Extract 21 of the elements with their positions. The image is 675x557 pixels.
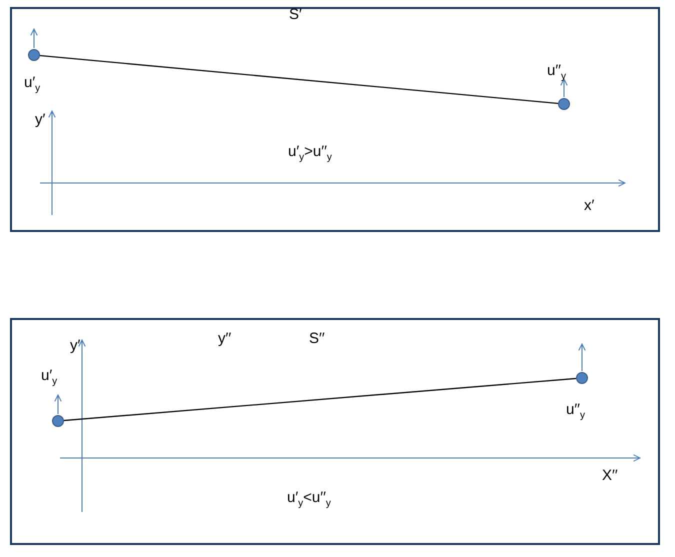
axis-label: y′ <box>70 337 80 355</box>
connecting-line <box>40 54 558 104</box>
axis-label: y′′ <box>218 330 232 348</box>
frame-panel <box>10 7 660 232</box>
axis-label: S′ <box>289 6 302 24</box>
point-dot <box>576 372 588 384</box>
axis-label: y′ <box>35 111 46 129</box>
velocity-label: u′′$_{y}$ <box>566 401 585 423</box>
frame-panel <box>10 318 660 545</box>
velocity-label: u′$_{y}$ <box>24 74 40 96</box>
axis-label: u′$_{y}$>u′′$_{y}$ <box>288 143 332 165</box>
axis-label: S′′ <box>309 330 325 348</box>
velocity-label: u′′$_{y}$ <box>547 62 566 84</box>
point-dot <box>28 49 40 61</box>
connecting-line <box>64 378 576 422</box>
point-dot <box>52 415 64 427</box>
axis-label: X′′ <box>602 467 618 485</box>
axis-label: x′ <box>584 197 594 215</box>
velocity-label: u′$_{y}$ <box>41 367 58 389</box>
point-dot <box>558 98 570 110</box>
axis-label: u′$_{y}$<u′′$_{y}$ <box>287 489 331 511</box>
